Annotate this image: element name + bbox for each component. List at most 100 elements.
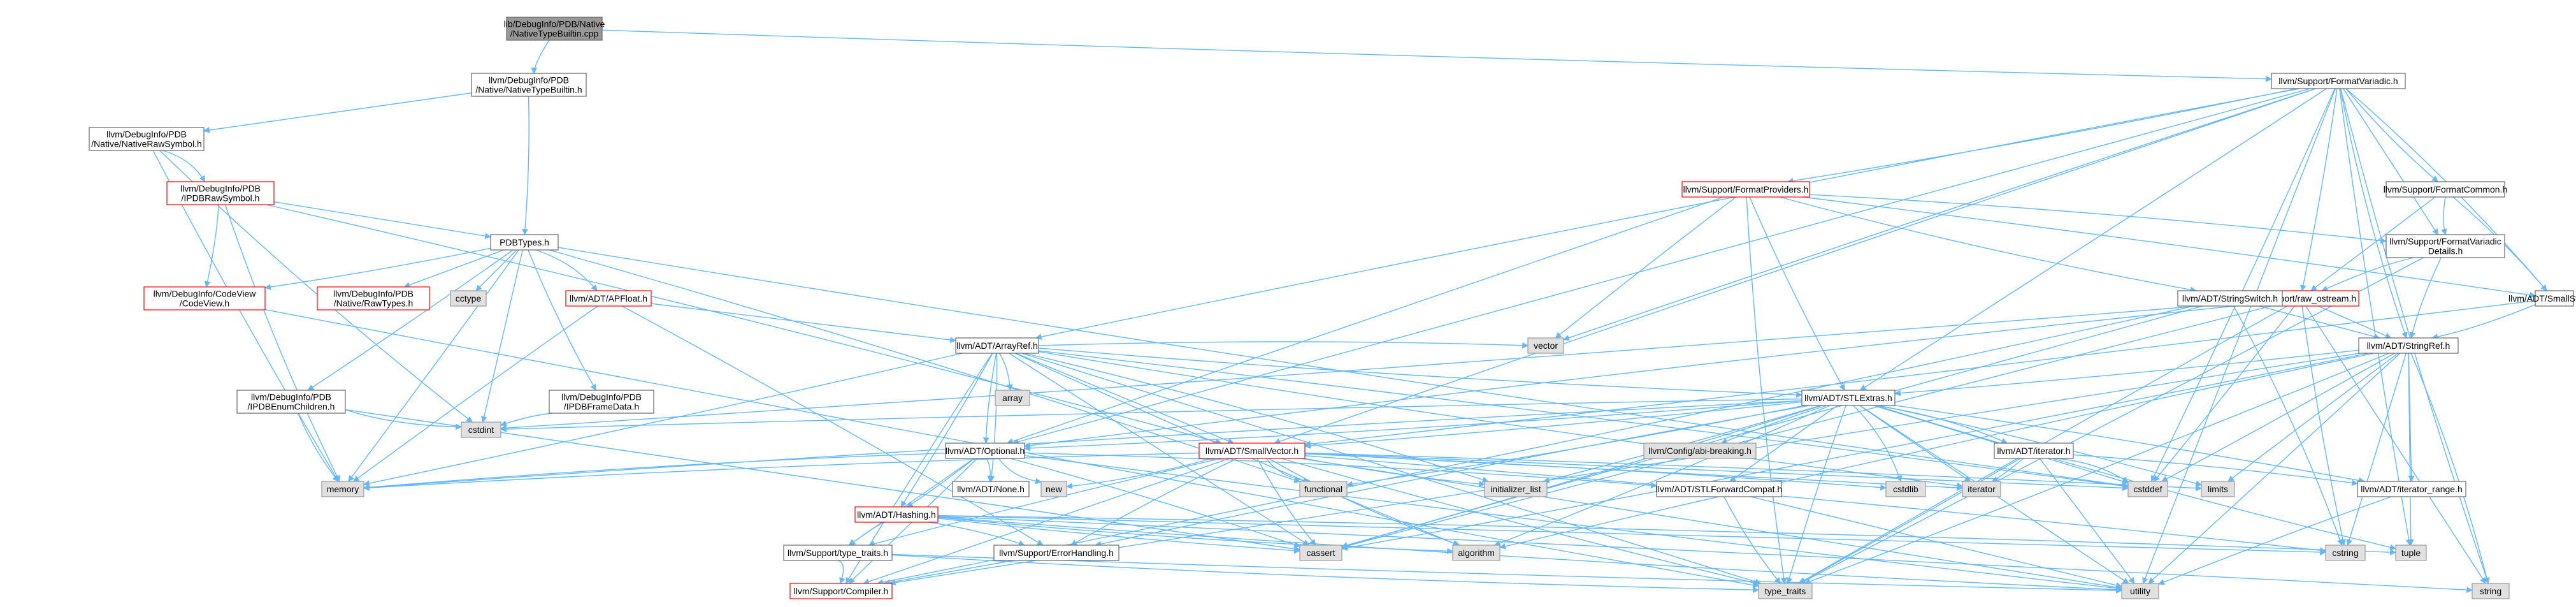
edge-pdbtypes-to-cstddef [558, 247, 2129, 488]
edge-fmtvar-to-fmtcommon [2345, 88, 2438, 182]
node-fmtprov[interactable]: llvm/Support/FormatProviders.h [1681, 181, 1810, 198]
node-vector: vector [1527, 337, 1564, 354]
edge-adtiterator-to-utility [2039, 458, 2135, 584]
node-smallvector[interactable]: llvm/ADT/SmallVector.h [1198, 442, 1306, 459]
edge-enumchild-to-cstdint [345, 409, 462, 430]
edge-stlextras-to-memory [363, 400, 1802, 491]
node-stringref[interactable]: llvm/ADT/StringRef.h [2358, 337, 2459, 354]
edge-fmtprov-to-smallstring [1802, 196, 2536, 298]
node-label: llvm/DebugInfo/PDB [489, 75, 569, 85]
node-box [2127, 481, 2168, 497]
node-label: cstring [2332, 548, 2358, 558]
node-framedata[interactable]: llvm/DebugInfo/PDB/IPDBFrameData.h [549, 390, 654, 414]
node-label: new [1046, 484, 1063, 494]
edge-smallvector-to-cassert [1256, 458, 1316, 546]
node-utility: utility [2121, 583, 2159, 599]
node-label: limits [2208, 484, 2228, 494]
node-arrayref[interactable]: llvm/ADT/ArrayRef.h [955, 337, 1039, 354]
node-label: llvm/ADT/APFloat.h [570, 293, 647, 304]
node-stringswitch[interactable]: llvm/ADT/StringSwitch.h [2177, 290, 2283, 307]
node-nrs[interactable]: llvm/DebugInfo/PDB/Native/NativeRawSymbo… [89, 127, 205, 151]
edge-stlextras-to-iterrange [1894, 405, 2365, 484]
edge-optional-to-cassert [1010, 458, 1300, 548]
node-limits: limits [2201, 481, 2235, 497]
node-box [952, 481, 1030, 497]
node-smallstring[interactable]: llvm/ADT/SmallString.h [2508, 290, 2576, 307]
node-rawtypes[interactable]: llvm/DebugInfo/PDB/Native/RawTypes.h [317, 286, 430, 311]
edge-stringref-to-string [2410, 353, 2490, 584]
node-label: vector [1534, 340, 1558, 351]
edge-smallvector-to-memory [363, 452, 1200, 491]
node-enumchild[interactable]: llvm/DebugInfo/PDB/IPDBEnumChildren.h [236, 390, 346, 414]
edge-stlextras-to-tuple [1876, 405, 2396, 551]
node-codeview[interactable]: llvm/DebugInfo/CodeView/CodeView.h [143, 286, 266, 311]
edge-smallvector-to-cstddef [1304, 452, 2129, 492]
edge-rawostream-to-cstdint [500, 302, 2243, 432]
node-label: utility [2130, 586, 2150, 596]
node-box [2325, 545, 2366, 561]
node-box [1962, 481, 2001, 497]
edge-fmtvar-to-optional [1012, 88, 2311, 445]
node-typetraitsh[interactable]: llvm/Support/type_traits.h [783, 545, 893, 561]
node-label: /IPDBRawSymbol.h [182, 193, 260, 203]
edge-smallvector-to-utility [1300, 458, 2122, 590]
node-ipdbrs[interactable]: llvm/DebugInfo/PDB/IPDBRawSymbol.h [166, 181, 275, 205]
node-label: array [1002, 393, 1023, 403]
edge-pdbtypes-to-apfloat [535, 249, 598, 291]
node-box [1484, 481, 1548, 497]
edge-smallstring-to-smallvector [1304, 300, 2536, 448]
edge-fmtvar-to-fmtvardet [2343, 88, 2438, 235]
edge-apfloat-to-memory [352, 305, 598, 482]
node-none[interactable]: llvm/ADT/None.h [952, 481, 1030, 497]
node-hashing[interactable]: llvm/ADT/Hashing.h [854, 506, 939, 523]
edge-rawostream-to-cstddef [2154, 305, 2295, 482]
node-optional[interactable]: llvm/ADT/Optional.h [945, 442, 1025, 459]
node-fmtvar[interactable]: llvm/Support/FormatVariadic.h [2271, 73, 2406, 89]
edge-optional-to-compiler [848, 458, 978, 584]
edge-fmtprov-to-typetraits [1746, 196, 1787, 584]
edge-arrayref-to-array [998, 353, 1013, 391]
node-iterrange[interactable]: llvm/ADT/iterator_range.h [2357, 481, 2466, 497]
edge-smallvector-to-cstring [1304, 455, 2326, 554]
node-label: initializer_list [1490, 484, 1541, 494]
node-label: /IPDBEnumChildren.h [248, 402, 335, 412]
node-label: llvm/DebugInfo/PDB [333, 289, 414, 299]
edge-arrayref-to-hashing [900, 353, 993, 508]
edge-pdbtypes-to-functional [549, 249, 1300, 483]
node-root[interactable]: lib/DebugInfo/PDB/Native/NativeTypeBuilt… [504, 17, 605, 41]
node-algorithm: algorithm [1452, 545, 1500, 561]
node-pdbtypes[interactable]: PDBTypes.h [490, 234, 559, 251]
edge-stlextras-to-algorithm [1493, 405, 1831, 546]
edge-arrayref-to-memory [363, 353, 963, 486]
node-abibreak: llvm/Config/abi-breaking.h [1643, 442, 1757, 459]
node-errhandling[interactable]: llvm/Support/ErrorHandling.h [993, 545, 1119, 561]
node-label: tuple [2401, 548, 2421, 558]
edge-stlextras-to-cstdint [500, 399, 1802, 432]
node-label: llvm/DebugInfo/PDB [106, 129, 187, 140]
node-label: llvm/DebugInfo/CodeView [154, 289, 257, 299]
node-fmtcommon[interactable]: llvm/Support/FormatCommon.h [2384, 181, 2508, 198]
node-label: llvm/DebugInfo/PDB [561, 392, 642, 402]
edge-root-to-fmtvar [601, 29, 2272, 82]
node-ntb[interactable]: llvm/DebugInfo/PDB/Native/NativeTypeBuil… [471, 73, 587, 97]
node-stlextras[interactable]: llvm/ADT/STLExtras.h [1801, 390, 1896, 406]
node-compiler[interactable]: llvm/Support/Compiler.h [789, 583, 893, 599]
edge-stringref-to-cstring [2346, 353, 2407, 546]
node-apfloat[interactable]: llvm/ADT/APFloat.h [565, 290, 652, 307]
edge-smallstring-to-stringref [2431, 304, 2536, 340]
edge-ntb-to-pdbtypes [522, 96, 529, 235]
node-new: new [1040, 481, 1067, 497]
node-label: llvm/ADT/Optional.h [946, 446, 1025, 456]
node-box [1643, 442, 1757, 459]
edge-fmtvar-to-cstddef [2150, 88, 2336, 482]
edge-fmtvar-to-string [2340, 88, 2490, 584]
edge-fmtvar-to-stringref [2340, 88, 2408, 339]
edge-stlextras-to-typetraits [1786, 405, 1846, 584]
edge-smallvector-to-errhandling [1070, 458, 1238, 546]
node-adtiterator[interactable]: llvm/ADT/iterator.h [1994, 442, 2074, 459]
node-box [993, 545, 1119, 561]
node-box [506, 17, 603, 41]
node-box [166, 181, 275, 205]
node-stlfwd[interactable]: llvm/ADT/STLForwardCompat.h [1656, 481, 1782, 497]
